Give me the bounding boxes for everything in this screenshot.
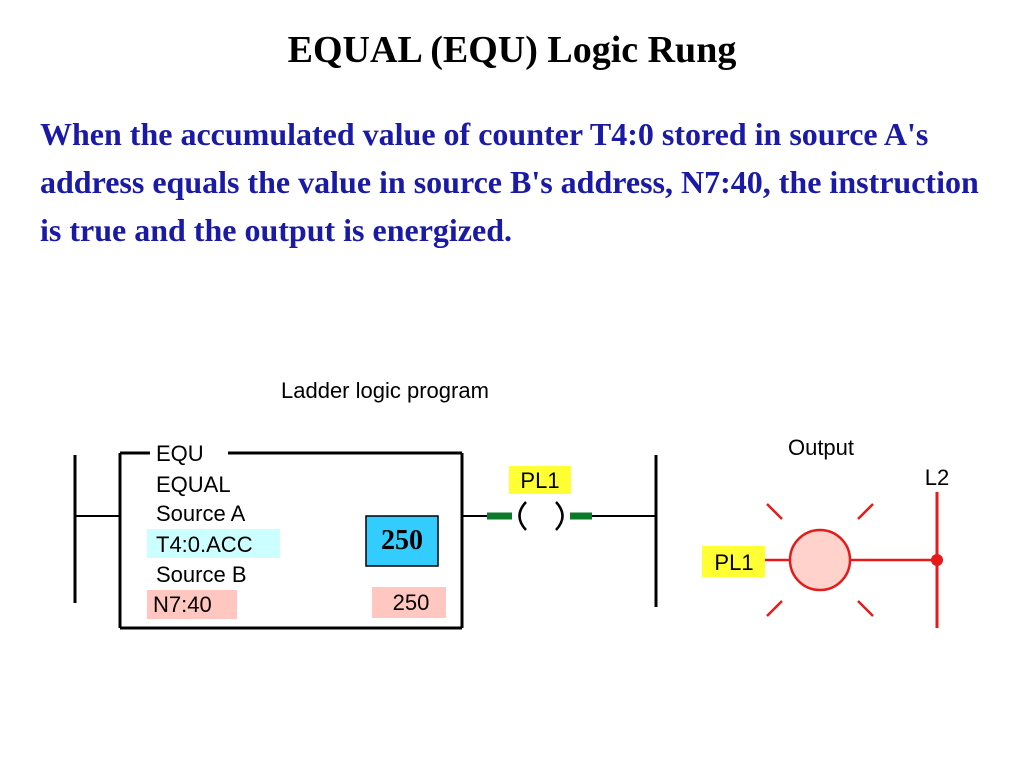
l2-junction-dot bbox=[931, 554, 943, 566]
equ-instruction-block: EQU EQUAL Source A T4:0.ACC 250 Source B… bbox=[118, 441, 464, 630]
source-b-value: 250 bbox=[393, 590, 430, 615]
lamp-bulb bbox=[788, 528, 852, 592]
lamp-ray bbox=[857, 503, 874, 520]
page-title: EQUAL (EQU) Logic Rung bbox=[287, 29, 737, 71]
lamp-ray bbox=[766, 600, 783, 617]
output-label: Output bbox=[788, 435, 854, 460]
program-label: Ladder logic program bbox=[281, 378, 489, 403]
lamp-ray bbox=[766, 503, 783, 520]
source-b-address-highlight bbox=[147, 590, 237, 619]
output-coil-pl1: PL1 bbox=[487, 466, 592, 531]
instruction-name: EQUAL bbox=[156, 472, 231, 497]
instruction-mnemonic: EQU bbox=[156, 441, 204, 466]
source-b-address: N7:40 bbox=[153, 592, 212, 617]
source-a-address-highlight bbox=[147, 529, 280, 558]
lamp-label-highlight bbox=[702, 546, 765, 577]
source-a-value: 250 bbox=[381, 525, 423, 556]
lamp-ray bbox=[857, 600, 874, 617]
source-a-address: T4:0.ACC bbox=[156, 532, 253, 557]
description-text: When the accumulated value of counter T4… bbox=[40, 116, 979, 248]
coil-label: PL1 bbox=[520, 468, 559, 493]
pilot-lamp-pl1: PL1 bbox=[702, 503, 937, 617]
rail-label-l2: L2 bbox=[925, 465, 949, 490]
source-b-label: Source B bbox=[156, 562, 247, 587]
source-a-value-box bbox=[365, 515, 439, 567]
source-a-label: Source A bbox=[156, 501, 246, 526]
source-b-value-highlight bbox=[372, 587, 446, 618]
coil-label-highlight bbox=[509, 466, 571, 494]
lamp-label: PL1 bbox=[714, 550, 753, 575]
